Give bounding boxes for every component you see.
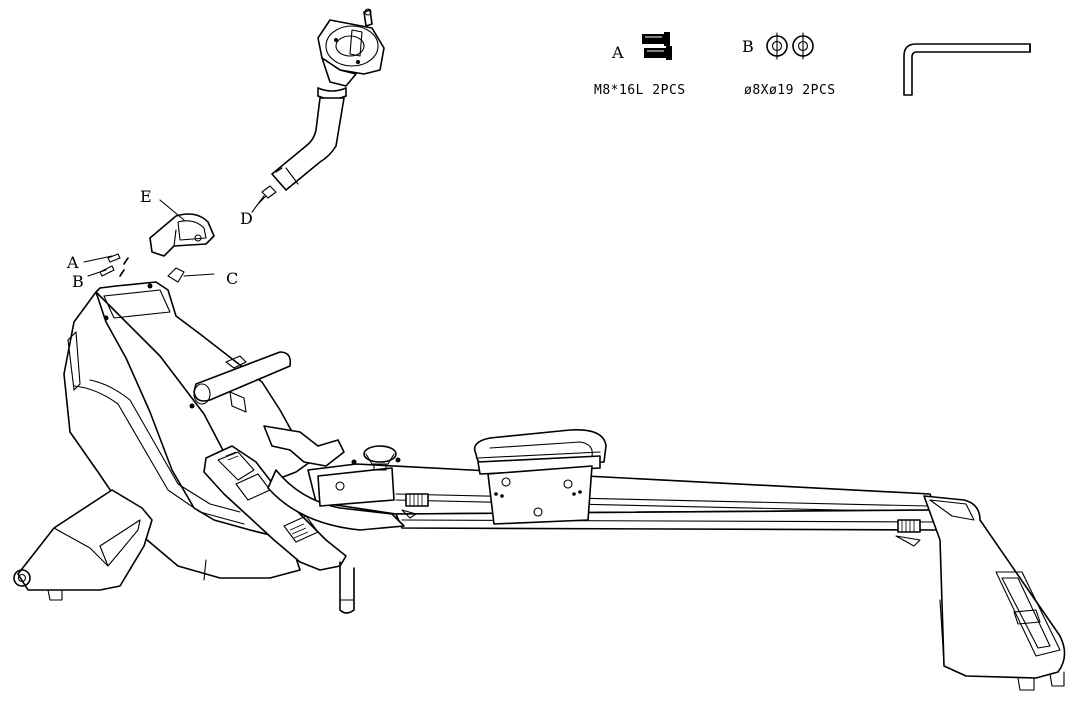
callout-d: D: [240, 209, 253, 228]
hardware-b-letter: B: [742, 37, 754, 56]
hardware-a-spec: M8*16L 2PCS: [594, 83, 686, 98]
callout-a: A: [66, 253, 79, 272]
callout-lines: [83, 195, 265, 277]
front-stabilizer: [923, 495, 1066, 691]
seat-rail: [267, 463, 937, 547]
callout-e: E: [140, 187, 152, 206]
hardware-b-spec: ø8Xø19 2PCS: [744, 83, 836, 98]
allen-key-icon: [903, 43, 1031, 96]
monitor-arm-assembly: [257, 8, 385, 205]
loose-hardware: [99, 253, 129, 277]
hardware-a-letter: A: [611, 43, 624, 62]
washer-icon: [766, 32, 814, 60]
hardware-legend: A M8*16L 2PCS B ø8Xø19 2PCS: [594, 32, 1031, 98]
bolt-icon: [642, 32, 672, 60]
callout-c: C: [226, 269, 238, 288]
seat-lock-knob: [351, 445, 401, 471]
seat-assembly: [473, 429, 607, 525]
callout-b: B: [72, 272, 84, 291]
rower-frame: [13, 267, 355, 614]
foot-strap-teeth: [225, 451, 309, 539]
console-cover-part: [149, 213, 215, 257]
